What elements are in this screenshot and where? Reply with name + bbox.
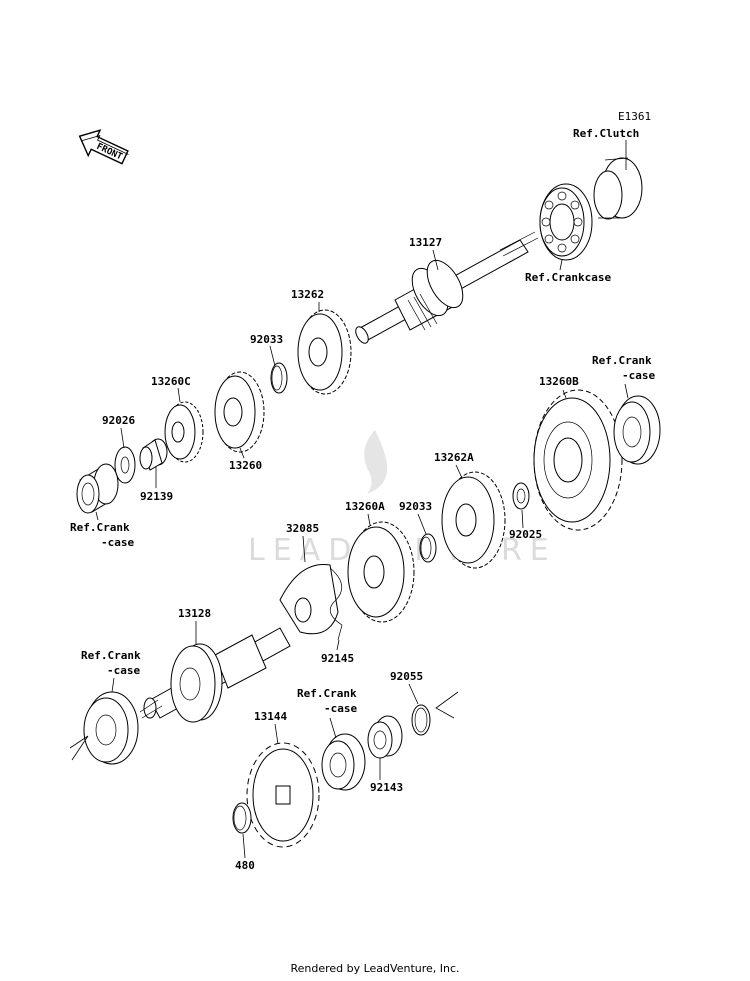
front-arrow-icon: FRONT [78,129,129,165]
label-92055: 92055 [390,670,423,683]
part-13260A-gear [347,521,415,623]
label-13127: 13127 [409,236,442,249]
label-ref-crank-left-1: Ref.Crank [70,521,130,534]
part-92143-collar [367,715,403,759]
label-ref-crank-right-2: -case [622,369,655,382]
part-ref-crankcase-seal-center [321,733,366,791]
part-13127-input-shaft [355,231,539,344]
label-13144: 13144 [254,710,287,723]
part-92025-washer [512,482,530,510]
label-92139: 92139 [140,490,173,503]
label-92026: 92026 [102,414,135,427]
part-13260-gear [214,371,265,453]
label-13260B: 13260B [539,375,579,388]
part-92139-bushing [139,438,168,471]
right-boundary-mark [435,691,459,719]
part-92145-spring [329,567,343,641]
label-13260A: 13260A [345,500,385,513]
part-ref-crankcase-bearing-right [613,395,661,465]
part-13144-sprocket [246,742,320,848]
label-13128: 13128 [178,607,211,620]
label-ref-crank-low-1: Ref.Crank [81,649,141,662]
part-480-circlip [232,802,252,834]
part-92055-o-ring [411,704,431,736]
label-ref-crank-low-2: -case [107,664,140,677]
part-ref-clutch-collar [593,157,643,220]
label-ref-crank-right-1: Ref.Crank [592,354,652,367]
part-13260C-gear [164,401,204,463]
part-32085-plate [279,563,339,635]
label-ref-clutch: Ref.Clutch [573,127,639,140]
part-13260B-gear [533,389,623,531]
label-32085: 32085 [286,522,319,535]
label-13262A: 13262A [434,451,474,464]
part-13262-gear [297,309,352,395]
label-92033-top: 92033 [250,333,283,346]
label-92025: 92025 [509,528,542,541]
label-13262: 13262 [291,288,324,301]
leader-lines [95,140,629,859]
part-13262A-gear [441,471,506,569]
label-ref-crank-center-2: -case [324,702,357,715]
label-92033-mid: 92033 [399,500,432,513]
part-ref-crankcase-needle-bearing [76,463,119,514]
label-92143: 92143 [370,781,403,794]
left-boundary-mark [69,735,89,761]
part-92033-circlip-top [270,362,288,394]
label-480: 480 [235,859,255,872]
part-92033-circlip-mid [419,533,437,563]
part-92026-washer [114,446,136,484]
label-13260: 13260 [229,459,262,472]
figure-id: E1361 [618,110,651,123]
part-13128-output-shaft [139,627,291,723]
label-13260C: 13260C [151,375,191,388]
label-ref-crank-left-2: -case [101,536,134,549]
part-ref-crankcase-bearing-top [539,183,593,261]
footer-credit: Rendered by LeadVenture, Inc. [290,962,460,975]
part-ref-crankcase-bearing-left-low [83,691,139,765]
label-ref-crankcase: Ref.Crankcase [525,271,611,284]
label-92145: 92145 [321,652,354,665]
label-ref-crank-center-1: Ref.Crank [297,687,357,700]
